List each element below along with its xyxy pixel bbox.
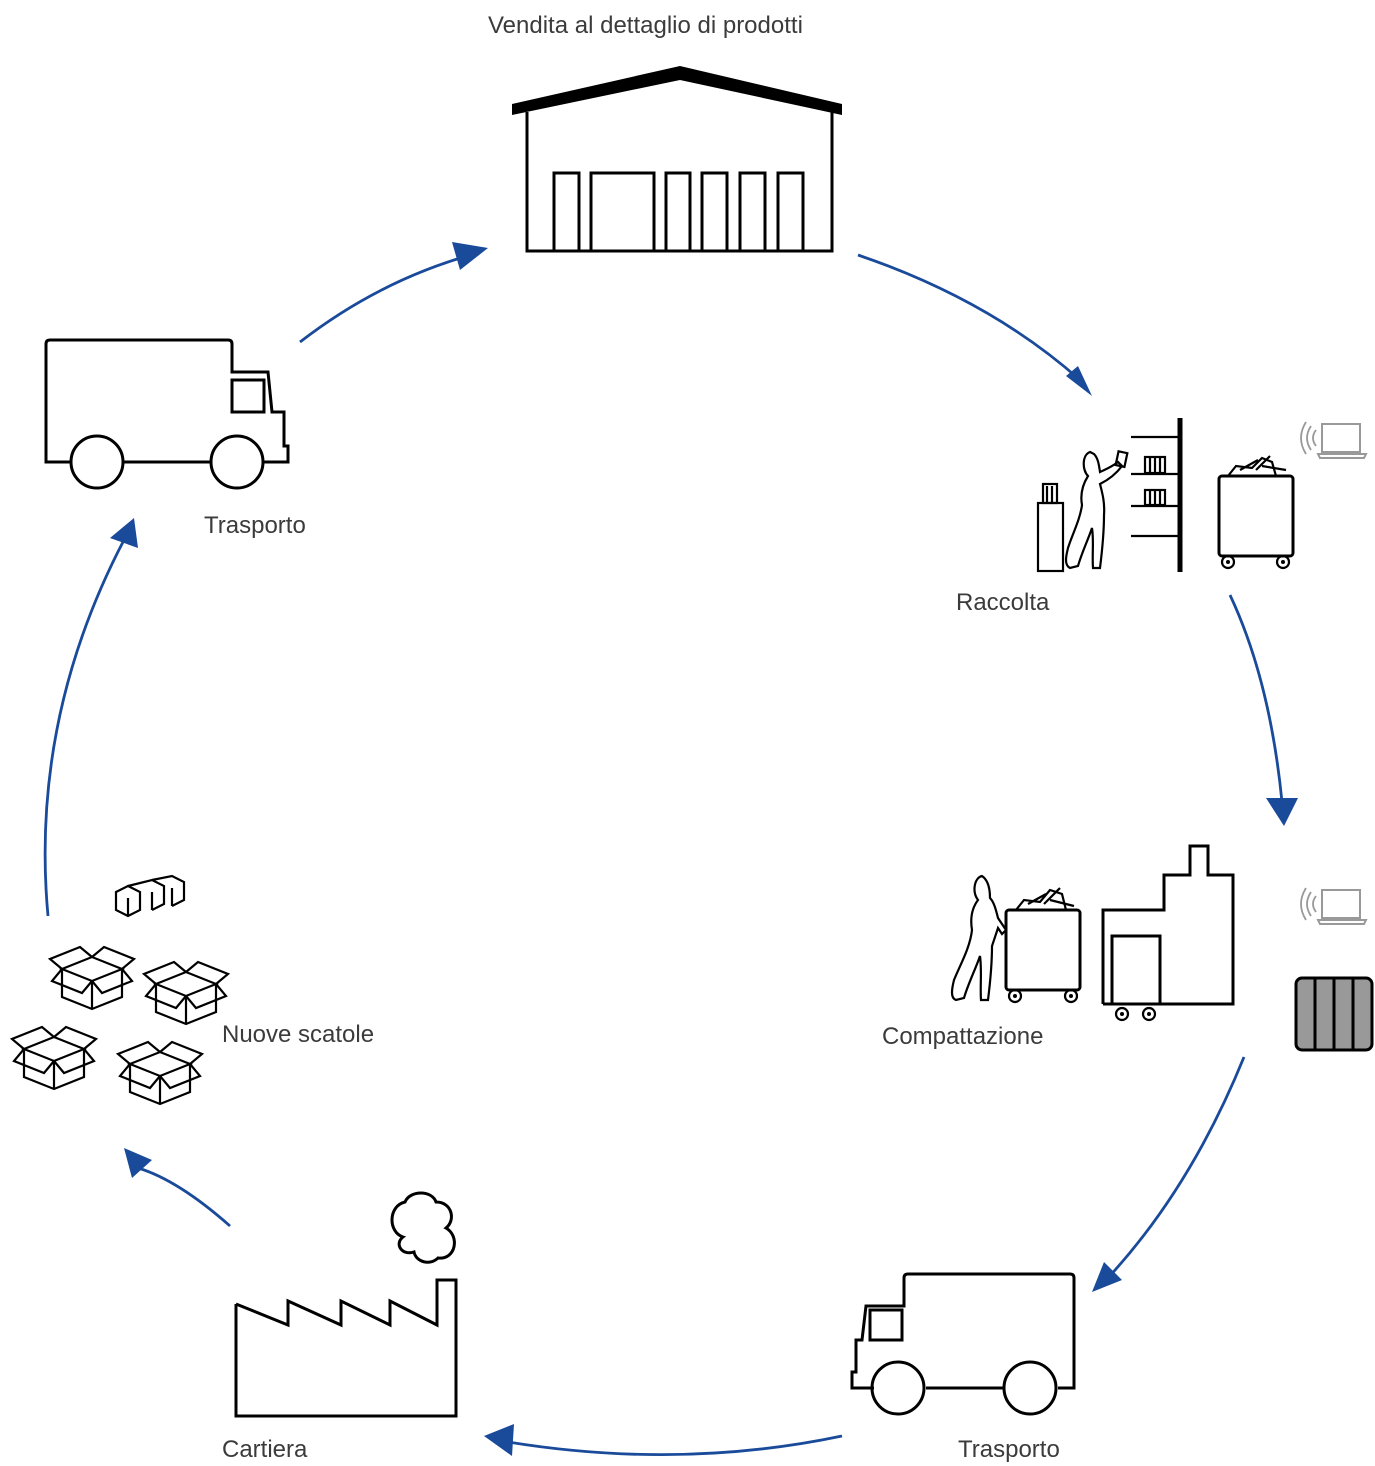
open-box-4 — [115, 1040, 205, 1106]
arrow-transport-to-papermill — [507, 1434, 843, 1457]
label-new-boxes: Nuove scatole — [222, 1021, 375, 1048]
arrowhead-5 — [124, 1148, 152, 1178]
collection-icon — [1036, 418, 1295, 573]
label-collection: Raccolta — [956, 589, 1050, 616]
truck-icon-2 — [44, 338, 290, 490]
label-retail: Vendita al dettaglio di prodotti — [488, 12, 803, 39]
compaction-icon — [950, 844, 1235, 1022]
open-box-1 — [47, 945, 137, 1011]
truck-icon-bottom — [850, 1272, 1076, 1416]
label-compaction: Compattazione — [882, 1023, 1044, 1050]
cycle-arrows — [857, 253, 1298, 1292]
factory-icon — [234, 1191, 458, 1418]
label-transport-top: Trasporto — [204, 512, 306, 539]
label-transport-bottom: Trasporto — [958, 1436, 1060, 1463]
arrow-collection-to-compaction — [1228, 594, 1284, 803]
boxes-icon — [9, 874, 231, 1106]
arrow-papermill-to-boxes — [137, 1166, 231, 1228]
arrowhead-6 — [110, 518, 138, 548]
warehouse-icon — [512, 66, 842, 253]
label-paper-mill: Cartiera — [222, 1436, 308, 1463]
cycle-arrows-lower — [43, 242, 843, 1457]
arrow-transport-to-retail — [299, 252, 475, 344]
arrow-boxes-to-transport — [43, 539, 126, 917]
arrowhead-4 — [484, 1424, 514, 1456]
arrow-retail-to-collection — [857, 253, 1081, 382]
wifi-laptop-icon — [1300, 421, 1368, 459]
open-box-3 — [9, 1025, 99, 1091]
bale-icon — [1294, 976, 1374, 1052]
arrowhead-1 — [1066, 366, 1092, 396]
arrowhead-7 — [452, 242, 488, 270]
arrowhead-2 — [1266, 798, 1298, 826]
wifi-laptop-icon-2 — [1300, 887, 1368, 925]
arrow-compaction-to-transport — [1104, 1056, 1246, 1281]
open-box-2 — [141, 960, 231, 1026]
arrowhead-3 — [1092, 1262, 1122, 1292]
